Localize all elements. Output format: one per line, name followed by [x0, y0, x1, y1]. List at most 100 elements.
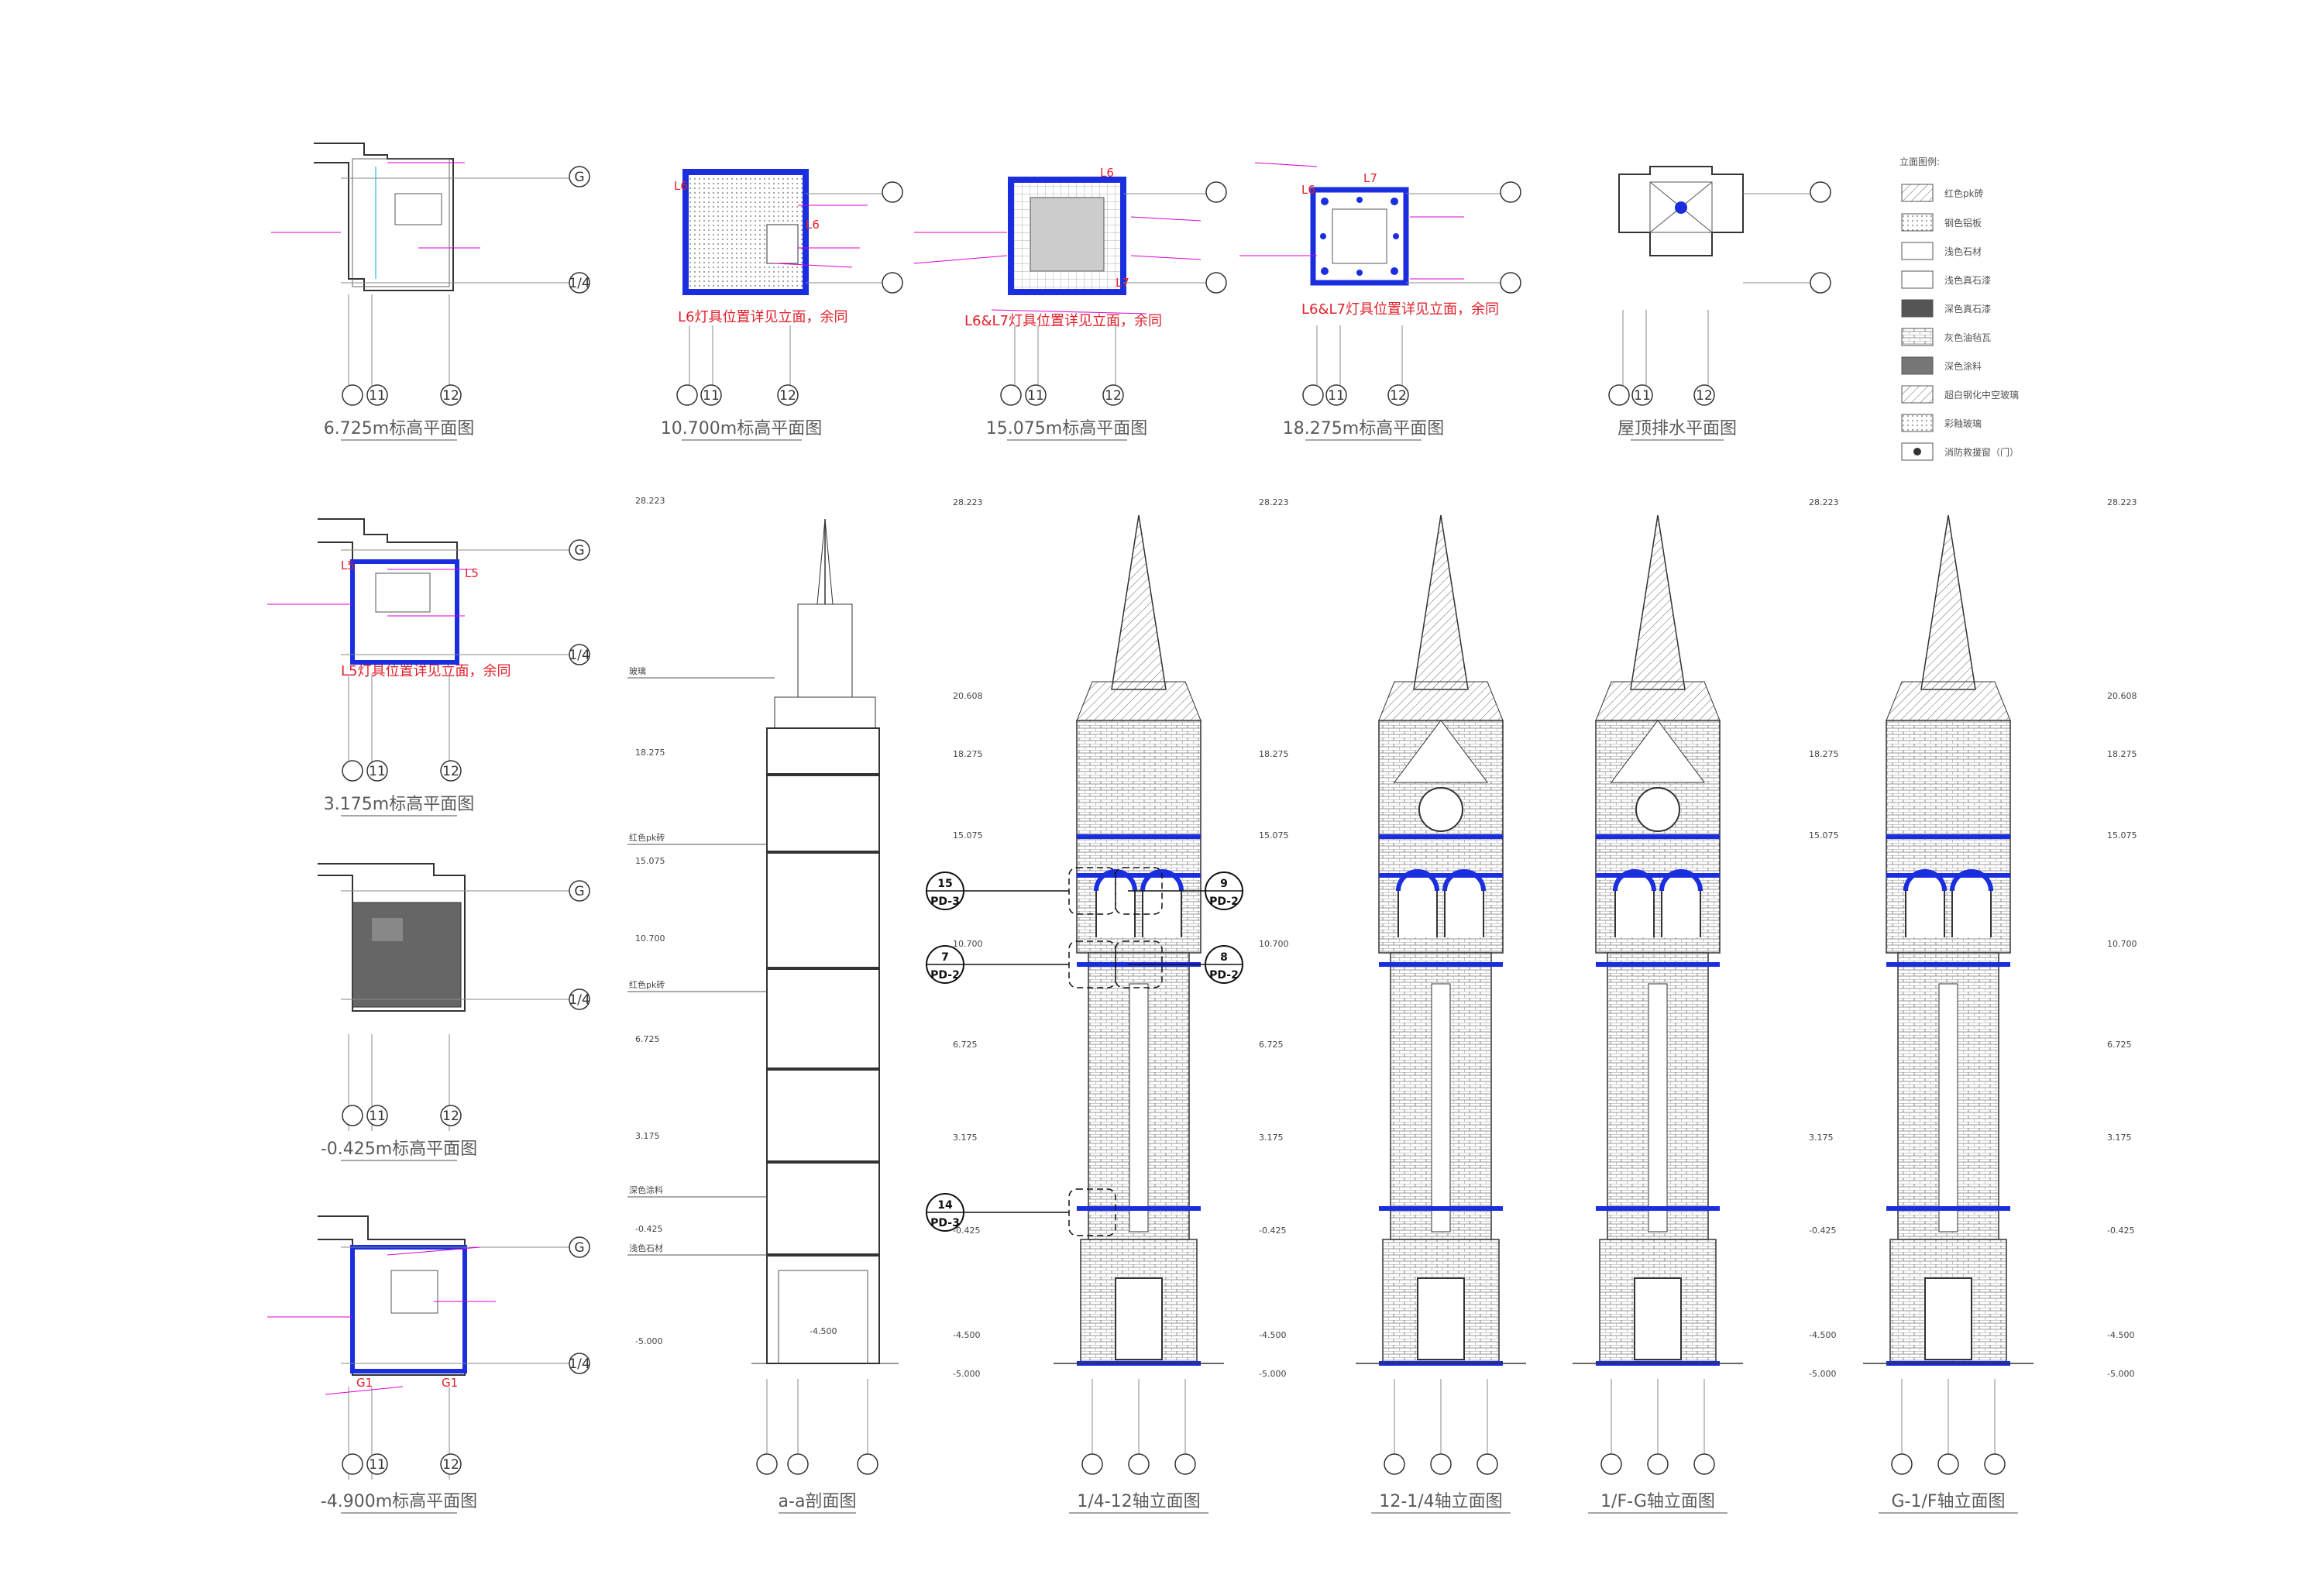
level-mark: 10.700 [2107, 939, 2137, 949]
legend-title: 立面图例: [1899, 156, 1940, 167]
level-mark: 15.075 [1809, 830, 1839, 841]
axis-bubble [1477, 1453, 1498, 1475]
level-mark: 15.075 [635, 856, 665, 866]
elevation-titles: 1/4-12轴立面图 12-1/4轴立面图 1/F-G轴立面图 G-1/F轴立面… [1069, 1492, 2018, 1514]
axis-bubble [1174, 1453, 1196, 1475]
level-mark: -0.425 [1809, 1226, 1836, 1236]
plan-neg4900 [267, 1215, 589, 1480]
axis-label: G [574, 170, 584, 185]
level-mark: 28.223 [953, 497, 983, 507]
light-tag: G1 [442, 1376, 458, 1390]
detail-number: 14 [937, 1199, 953, 1212]
plan-title: 15.075m标高平面图 [986, 419, 1147, 438]
level-mark: 18.275 [1809, 749, 1839, 759]
legend-item: 浅色石材 [1944, 246, 1982, 257]
axis-bubble [1384, 1453, 1405, 1475]
section-label: 红色pk砖 [629, 832, 665, 843]
arch-light [1903, 869, 1993, 892]
arch-light [1094, 869, 1184, 892]
tower-roof [1378, 681, 1504, 721]
tower-roof [1076, 681, 1202, 721]
detail-ref: PD-2 [1209, 969, 1239, 982]
light-tag: L6 [1301, 183, 1315, 197]
detail-number: 8 [1220, 951, 1228, 964]
level-mark: -5.000 [635, 1336, 662, 1346]
elevation-title: 1/F-G轴立面图 [1600, 1492, 1715, 1511]
plan-6725 [271, 143, 589, 387]
axis-bubble [1430, 1453, 1452, 1475]
axis-label: 12 [442, 764, 459, 779]
level-mark: -4.500 [953, 1330, 980, 1340]
plan-title: -4.900m标高平面图 [321, 1492, 477, 1511]
level-mark: 18.275 [2107, 749, 2137, 759]
axis-label: 11 [1634, 388, 1651, 404]
arch-light [1396, 869, 1486, 892]
axis-label: 1/4 [569, 648, 590, 663]
tower-door [1417, 1277, 1465, 1360]
level-mark: 28.223 [635, 496, 665, 506]
axis-label: G [574, 1240, 584, 1256]
level-mark: 6.725 [635, 1034, 660, 1044]
plan-18275 [1239, 162, 1503, 387]
plan-15075 [913, 177, 1208, 387]
axis-bubble [1600, 1453, 1622, 1475]
level-mark: -5.000 [953, 1369, 980, 1379]
detail-ref: PD-2 [1209, 896, 1239, 908]
axis-label: 11 [369, 1457, 386, 1473]
level-mark: -4.500 [810, 1326, 837, 1336]
detail-ref: PD-3 [930, 1217, 960, 1229]
level-mark: 3.175 [953, 1133, 978, 1143]
detail-number: 7 [941, 951, 949, 964]
tower-roof [1595, 681, 1721, 721]
plan-axis-bubbles-bottom [342, 384, 1715, 1475]
legend-item: 钢色铝板 [1944, 217, 1982, 229]
axis-label: 12 [1390, 388, 1407, 404]
axis-label: 11 [1027, 388, 1044, 404]
plan-title: 6.725m标高平面图 [324, 419, 474, 438]
shaft-window [1938, 983, 1958, 1232]
plan-title: 屋顶排水平面图 [1618, 419, 1737, 438]
axis-label: 12 [442, 1109, 459, 1124]
elevation-title: 12-1/4轴立面图 [1379, 1492, 1502, 1511]
clock-face [1418, 787, 1463, 832]
tower-door [1115, 1277, 1163, 1360]
level-mark: 28.223 [1259, 497, 1289, 507]
light-tag: L7 [1363, 171, 1377, 185]
level-mark: 15.075 [1259, 830, 1289, 841]
detail-number: 9 [1220, 878, 1228, 890]
section-label: 玻璃 [629, 665, 646, 676]
section-label: 深色涂料 [629, 1184, 663, 1195]
light-tag: L6 [674, 179, 688, 193]
tower-belfry [1076, 720, 1202, 837]
axis-label: 11 [369, 764, 386, 779]
detail-ref: PD-2 [930, 969, 960, 982]
light-tag: L6 [806, 218, 820, 232]
level-mark: 28.223 [2107, 497, 2137, 507]
tower-roof [1886, 681, 2011, 721]
level-mark: 18.275 [1259, 749, 1289, 759]
level-mark: 15.075 [2107, 830, 2137, 841]
plan-note: L6&L7灯具位置详见立面，余同 [1301, 301, 1499, 318]
section-label: 红色pk砖 [629, 979, 665, 990]
detail-ref: PD-3 [930, 896, 960, 908]
shaft-window [1648, 983, 1668, 1232]
level-mark: -4.500 [2107, 1330, 2134, 1340]
axis-label: 1/4 [569, 276, 590, 291]
legend-item: 超白钢化中空玻璃 [1944, 389, 2019, 401]
light-tag: L7 [1116, 276, 1129, 290]
legend-item: 彩釉玻璃 [1944, 418, 1982, 429]
level-mark: -4.500 [1809, 1330, 1836, 1340]
axis-label: 12 [442, 388, 459, 404]
axis-bubble [1128, 1453, 1150, 1475]
level-mark: -0.425 [635, 1224, 662, 1234]
plan-neg0425 [318, 863, 589, 1131]
axis-label: 12 [1105, 388, 1122, 404]
level-mark: -0.425 [2107, 1226, 2134, 1236]
axis-label: 12 [1696, 388, 1713, 404]
level-mark: 10.700 [953, 939, 983, 949]
axis-label: 11 [1328, 388, 1345, 404]
plan-3175 [267, 518, 589, 763]
level-mark: 6.725 [2107, 1040, 2132, 1050]
light-tag: L5 [465, 566, 479, 580]
